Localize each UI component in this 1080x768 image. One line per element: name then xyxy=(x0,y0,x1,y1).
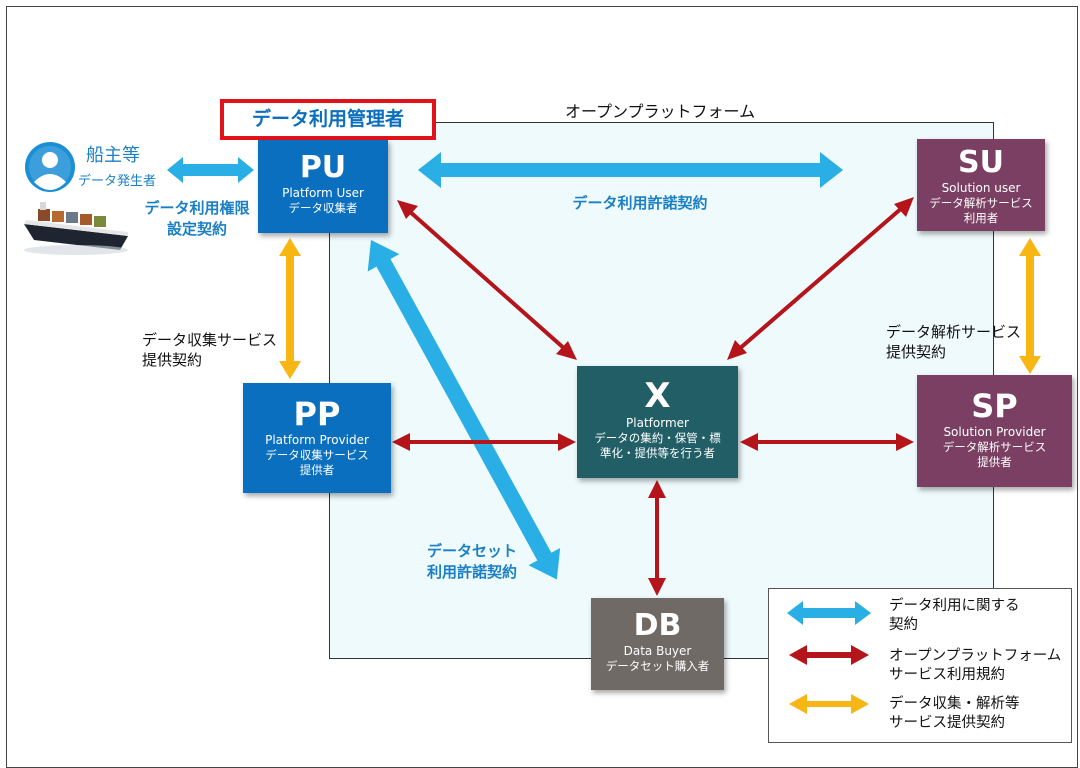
node-pu: PU Platform User データ収集者 xyxy=(258,140,388,233)
node-pp: PP Platform Provider データ収集サービス 提供者 xyxy=(243,383,391,493)
open-platform-label: オープンプラットフォーム xyxy=(565,102,756,121)
legend-item-usage-contract: データ利用に関する 契約 xyxy=(889,598,1020,633)
red-arrow-x-db xyxy=(648,480,666,596)
red-arrow-pu-x xyxy=(397,200,577,360)
legend-red-arrow xyxy=(789,645,869,665)
legend-item-terms-of-use: オープンプラットフォーム サービス利用規約 xyxy=(889,648,1062,683)
analysis-service-contract-label: データ解析サービス 提供契約 xyxy=(886,323,1022,361)
node-db: DB Data Buyer データセット購入者 xyxy=(591,598,724,690)
legend: データ利用に関する 契約 オープンプラットフォーム サービス利用規約 データ収集… xyxy=(768,588,1072,743)
data-usage-manager-label: データ利用管理者 xyxy=(220,99,436,140)
legend-swatches xyxy=(787,601,871,714)
blue-arrow-pu-db xyxy=(367,240,561,580)
node-sp: SP Solution Provider データ解析サービス 提供者 xyxy=(917,375,1072,487)
dataset-license-contract-label: データセット 利用許諾契約 xyxy=(426,542,517,581)
red-arrow-x-sp xyxy=(740,433,914,451)
red-arrow-su-x xyxy=(727,197,914,360)
blue-arrow-owner-pu xyxy=(167,157,254,183)
ship-icon xyxy=(24,202,128,255)
usage-permission-contract-label: データ利用許諾契約 xyxy=(572,194,708,212)
person-icon xyxy=(25,142,75,192)
yellow-arrow-pu-pp xyxy=(279,238,301,379)
rights-setting-contract-label: データ利用権限 設定契約 xyxy=(144,199,250,238)
owner-subtitle: データ発生者 xyxy=(78,174,157,189)
red-arrow-pp-x xyxy=(392,433,576,451)
blue-arrow-pu-su xyxy=(418,152,843,188)
yellow-arrow-su-sp xyxy=(1019,238,1041,374)
legend-item-service-contract: データ収集・解析等 サービス提供契約 xyxy=(889,696,1020,731)
legend-blue-arrow xyxy=(787,601,871,625)
legend-yellow-arrow xyxy=(789,694,869,714)
node-x: X Platformer データの集約・保管・標 準化・提供等を行う者 xyxy=(577,366,738,478)
collection-service-contract-label: データ収集サービス 提供契約 xyxy=(142,331,278,369)
owner-title: 船主等 xyxy=(86,145,140,166)
node-su: SU Solution user データ解析サービス 利用者 xyxy=(917,139,1045,231)
